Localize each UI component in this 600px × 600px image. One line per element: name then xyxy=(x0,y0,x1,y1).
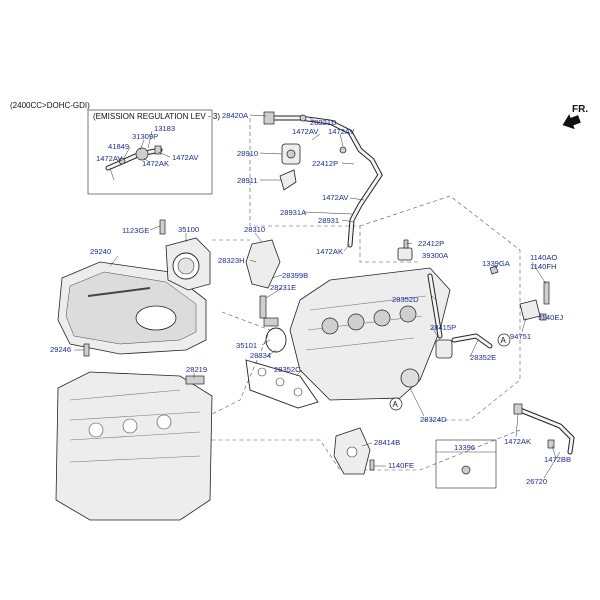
callout-22412P: 22412P xyxy=(418,239,444,248)
ventilation-valve-28910 xyxy=(281,143,301,165)
breather-hose-26720 xyxy=(513,403,575,455)
engine-cover-29240 xyxy=(57,261,207,355)
engine-block xyxy=(55,371,213,521)
callout-1472AV: 1472AV xyxy=(322,193,349,202)
callout-28931A: 28931A xyxy=(280,208,307,217)
dashed-boundary-lower xyxy=(199,311,521,471)
callout-28910: 28910 xyxy=(237,149,258,158)
clip-13396-icon xyxy=(461,465,471,475)
emission-inset-frame xyxy=(87,109,213,195)
callout-28310: 28310 xyxy=(244,225,265,234)
callout-28414B: 28414B xyxy=(374,438,400,447)
callout-28921D: 28921D xyxy=(310,118,337,127)
callout-1472BB: 1472BB xyxy=(544,455,571,464)
bolt-1339GA xyxy=(489,265,499,275)
callout-29240: 29240 xyxy=(90,247,111,256)
svg-text:A: A xyxy=(393,400,399,409)
callout-94751: 94751 xyxy=(510,332,531,341)
actuator-28323H xyxy=(245,239,281,327)
ref-marker-a-1: A xyxy=(497,333,511,347)
callout-28231E: 28231E xyxy=(270,283,296,292)
callout-13396: 13396 xyxy=(454,443,475,452)
callout-35100: 35100 xyxy=(178,225,199,234)
ref-marker-a-2: A xyxy=(389,397,403,411)
gasket-28219 xyxy=(185,375,205,385)
vacuum-hose-28352D xyxy=(427,273,443,339)
callout-1123GE: 1123GE xyxy=(122,226,149,235)
callout-28931: 28931 xyxy=(318,216,339,225)
callout-28352D: 28352D xyxy=(392,295,419,304)
part-13396-frame xyxy=(435,439,497,489)
callout-1472AK: 1472AK xyxy=(504,437,531,446)
callout-1140AO: 1140AO xyxy=(530,253,557,262)
bracket-28911 xyxy=(279,169,297,191)
callout-28324D: 28324D xyxy=(420,415,447,424)
callout-29246: 29246 xyxy=(50,345,71,354)
callout-28420A: 28420A xyxy=(222,111,249,120)
svg-text:A: A xyxy=(501,336,507,345)
callout-28323H: 28323H xyxy=(218,256,245,265)
callout-28219: 28219 xyxy=(186,365,207,374)
callout-31309P: 31309P xyxy=(132,132,158,141)
callout-1140FH: 1140FH xyxy=(530,262,556,271)
emission-inset-title: (EMISSION REGULATION LEV - 3) xyxy=(93,112,220,121)
callout-1140EJ: 1140EJ xyxy=(538,313,563,322)
callout-1472AV: 1472AV xyxy=(96,154,123,163)
callout-1472AV: 1472AV xyxy=(292,127,319,136)
callout-41849: 41849 xyxy=(108,142,129,151)
bolt-29246 xyxy=(83,343,90,357)
throttle-gasket-28334 xyxy=(265,327,287,353)
callout-28911: 28911 xyxy=(237,176,258,185)
callout-13183: 13183 xyxy=(154,124,175,133)
callout-28352E: 28352E xyxy=(470,353,496,362)
dashed-boundary-right xyxy=(359,195,521,421)
callout-1339GA: 1339GA xyxy=(482,259,511,268)
callout-1140FE: 1140FE xyxy=(388,461,414,470)
hose-28352E xyxy=(451,333,493,349)
callout-22412P: 22412P xyxy=(312,159,338,168)
callout-1472AV: 1472AV xyxy=(328,127,355,136)
callout-28352C: 28352C xyxy=(274,365,301,374)
callout-26720: 26720 xyxy=(526,477,547,486)
callout-39300A: 39300A xyxy=(422,251,449,260)
inset-hose-assembly xyxy=(105,145,163,171)
leader-lines xyxy=(74,114,561,479)
callout-1472AV: 1472AV xyxy=(172,153,199,162)
callout-labels: 28420A 28921D 1472AV 1472AV 28910 22412P… xyxy=(50,111,571,486)
intake-gasket-28352C xyxy=(245,359,319,409)
engine-spec-label: (2400CC>DOHC-GDI) xyxy=(10,101,90,110)
front-marker-label: FR. xyxy=(572,104,588,115)
callout-35101: 35101 xyxy=(236,341,257,350)
callout-28399B: 28399B xyxy=(282,271,308,280)
bracket-28414B xyxy=(333,427,375,475)
pcv-hose-assembly xyxy=(263,111,383,248)
intake-manifold-28310 xyxy=(289,267,451,401)
dashed-boundary-upper xyxy=(249,118,420,263)
solenoid-valve-28415P xyxy=(435,339,453,359)
callout-28415P: 28415P xyxy=(430,323,456,332)
callout-28334: 28334 xyxy=(250,351,271,360)
support-bracket-1140AO xyxy=(519,281,550,321)
callout-1472AK: 1472AK xyxy=(142,159,169,168)
callout-1472AK: 1472AK xyxy=(316,247,343,256)
sensor-39300A xyxy=(397,239,413,261)
throttle-body-35100 xyxy=(159,219,211,291)
front-direction-arrow-icon xyxy=(562,114,581,130)
